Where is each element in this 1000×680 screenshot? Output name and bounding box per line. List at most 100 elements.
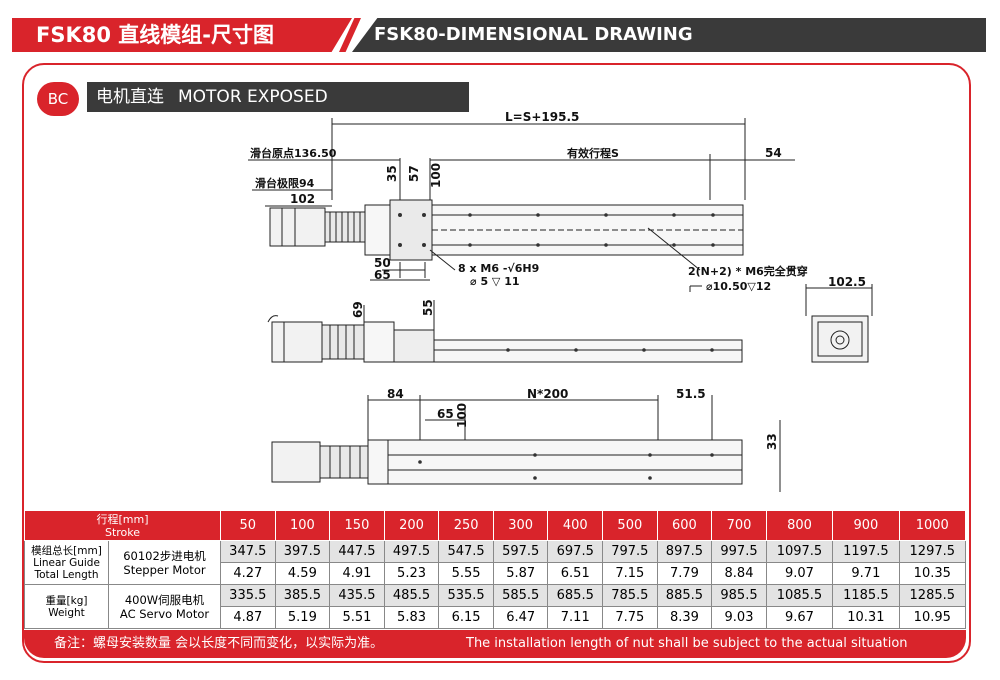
table-cell: 5.83 xyxy=(383,606,440,629)
stroke-cell: 800 xyxy=(765,510,834,541)
dim-slider-origin: 滑台原点136.50 xyxy=(250,146,337,160)
table-cell: 997.5 xyxy=(711,540,767,563)
table-cell: 1097.5 xyxy=(765,540,834,563)
table-cell: 535.5 xyxy=(438,584,494,607)
table-row: 4.87 5.19 5.51 5.83 6.15 6.47 7.11 7.75 … xyxy=(25,606,967,629)
weight-row-head: 重量[kg] Weight xyxy=(24,584,109,629)
table-cell: 4.91 xyxy=(329,562,385,585)
length-head-cn: 模组总长[mm] xyxy=(31,544,102,557)
table-cell: 6.47 xyxy=(492,606,549,629)
table-cell: 1197.5 xyxy=(832,540,900,563)
stroke-cell: 600 xyxy=(656,510,713,541)
stroke-cell: 900 xyxy=(832,510,900,541)
table-cell: 10.95 xyxy=(898,606,967,629)
weight-head-en: Weight xyxy=(48,606,85,619)
table-cell: 9.03 xyxy=(711,606,767,629)
stroke-cell: 50 xyxy=(220,510,276,541)
table-cell: 447.5 xyxy=(329,540,385,563)
table-cell: 4.87 xyxy=(220,606,276,629)
content-frame xyxy=(22,63,971,663)
table-row: 模组总长[mm] Linear Guide Total Length 60102… xyxy=(24,540,967,585)
screw-depth: ⌀ 5 ▽ 11 xyxy=(470,275,520,288)
dim-65-bottom: 65 xyxy=(437,407,454,421)
dimensional-drawing: L=S+195.5 滑台原点136.50 有效行程S 54 滑台极限94 102… xyxy=(248,110,873,492)
dim-57: 57 xyxy=(407,165,421,182)
table-cell: 485.5 xyxy=(383,584,440,607)
mount-note: 2(N+2) * M6完全贯穿 xyxy=(688,264,808,278)
table-cell: 397.5 xyxy=(274,540,331,563)
dim-65: 65 xyxy=(374,268,391,282)
dim-100-bottom: 100 xyxy=(455,403,469,428)
table-row: 4.27 4.59 4.91 5.23 5.55 5.87 6.51 7.15 … xyxy=(25,562,967,585)
stroke-cell: 500 xyxy=(602,510,658,541)
dim-35: 35 xyxy=(385,165,399,182)
length-row-head: 模组总长[mm] Linear Guide Total Length xyxy=(24,540,109,585)
table-cell: 435.5 xyxy=(329,584,385,607)
dim-69: 69 xyxy=(351,301,365,318)
table-cell: 597.5 xyxy=(492,540,549,563)
table-cell: 1185.5 xyxy=(832,584,900,607)
table-cell: 585.5 xyxy=(492,584,549,607)
stroke-header: 行程[mm] Stroke xyxy=(24,510,221,541)
table-cell: 4.59 xyxy=(274,562,331,585)
table-cell: 785.5 xyxy=(602,584,658,607)
table-cell: 347.5 xyxy=(220,540,276,563)
table-cell: 10.31 xyxy=(832,606,900,629)
table-cell: 797.5 xyxy=(602,540,658,563)
table-cell: 4.27 xyxy=(220,562,276,585)
stepper-en: Stepper Motor xyxy=(123,562,206,577)
dim-102: 102 xyxy=(290,192,315,206)
table-cell: 985.5 xyxy=(711,584,767,607)
dim-50: 50 xyxy=(374,256,391,270)
table-cell: 8.84 xyxy=(711,562,767,585)
section-badge: BC xyxy=(37,82,79,116)
servo-motor-label: 400W伺服电机 AC Servo Motor xyxy=(108,584,221,629)
table-cell: 5.19 xyxy=(274,606,331,629)
table-cell: 885.5 xyxy=(656,584,713,607)
section-label-cn: 电机直连 xyxy=(96,87,164,107)
note-en: The installation length of nut shall be … xyxy=(466,636,908,651)
dim-33: 33 xyxy=(765,433,779,450)
table-cell: 10.35 xyxy=(898,562,967,585)
stroke-cell: 300 xyxy=(492,510,549,541)
dim-51-5: 51.5 xyxy=(676,387,706,401)
dim-55: 55 xyxy=(421,299,435,316)
table-cell: 9.71 xyxy=(832,562,900,585)
weight-head-cn: 重量[kg] xyxy=(45,594,88,607)
dim-total-length: L=S+195.5 xyxy=(505,110,579,124)
dim-102-5: 102.5 xyxy=(828,275,866,289)
stepper-cn: 60102步进电机 xyxy=(123,548,206,563)
table-cell: 897.5 xyxy=(656,540,713,563)
stroke-header-row: 行程[mm] Stroke 50 100 150 200 250 300 400… xyxy=(24,510,967,541)
stepper-motor-label: 60102步进电机 Stepper Motor xyxy=(108,540,221,585)
stroke-cell: 150 xyxy=(329,510,385,541)
screw-note: 8 x M6 -√6H9 xyxy=(458,262,539,275)
stroke-cell: 250 xyxy=(438,510,494,541)
table-cell: 9.67 xyxy=(765,606,834,629)
table-cell: 9.07 xyxy=(765,562,834,585)
table-cell: 7.79 xyxy=(656,562,713,585)
table-cell: 7.15 xyxy=(602,562,658,585)
dim-n200: N*200 xyxy=(527,387,568,401)
servo-cn: 400W伺服电机 xyxy=(124,592,205,607)
length-head-en1: Linear Guide xyxy=(33,556,100,569)
title-cn: FSK80 直线模组-尺寸图 xyxy=(12,18,352,52)
table-cell: 697.5 xyxy=(547,540,604,563)
stroke-cell: 700 xyxy=(711,510,767,541)
dim-effective-stroke: 有效行程S xyxy=(567,146,619,160)
stroke-cell: 200 xyxy=(383,510,440,541)
note-cn: 备注：螺母安装数量 会以长度不同而变化，以实际为准。 xyxy=(54,636,384,651)
dim-100: 100 xyxy=(429,163,443,188)
table-cell: 7.75 xyxy=(602,606,658,629)
stroke-header-en: Stroke xyxy=(104,525,141,539)
table-cell: 1085.5 xyxy=(765,584,834,607)
table-cell: 1297.5 xyxy=(898,540,967,563)
stroke-cell: 100 xyxy=(274,510,331,541)
table-cell: 6.51 xyxy=(547,562,604,585)
dim-slider-limit: 滑台极限94 xyxy=(255,176,315,190)
table-cell: 6.15 xyxy=(438,606,494,629)
stroke-cell: 400 xyxy=(547,510,604,541)
dim-54: 54 xyxy=(765,146,782,160)
table-cell: 335.5 xyxy=(220,584,276,607)
